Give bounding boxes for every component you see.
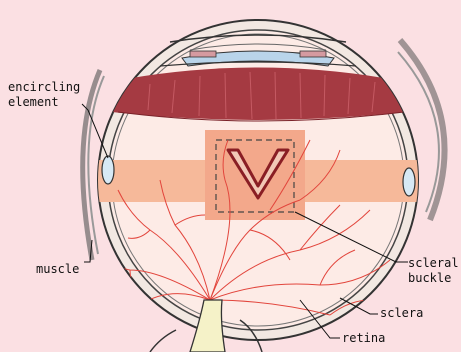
buckle-highlight — [205, 130, 305, 220]
encircling-element-left — [102, 156, 114, 184]
label-retina: retina — [342, 331, 385, 345]
label-encircling-element-2: element — [8, 95, 59, 109]
muscle-left — [83, 70, 100, 260]
detached-retina — [112, 68, 405, 121]
label-muscle: muscle — [36, 262, 79, 276]
label-encircling-element-1: encircling — [8, 80, 80, 94]
label-scleral-buckle-1: scleral — [408, 256, 459, 270]
label-scleral-buckle-2: buckle — [408, 271, 451, 285]
label-sclera: sclera — [380, 306, 423, 320]
encircling-element-right — [403, 168, 415, 196]
